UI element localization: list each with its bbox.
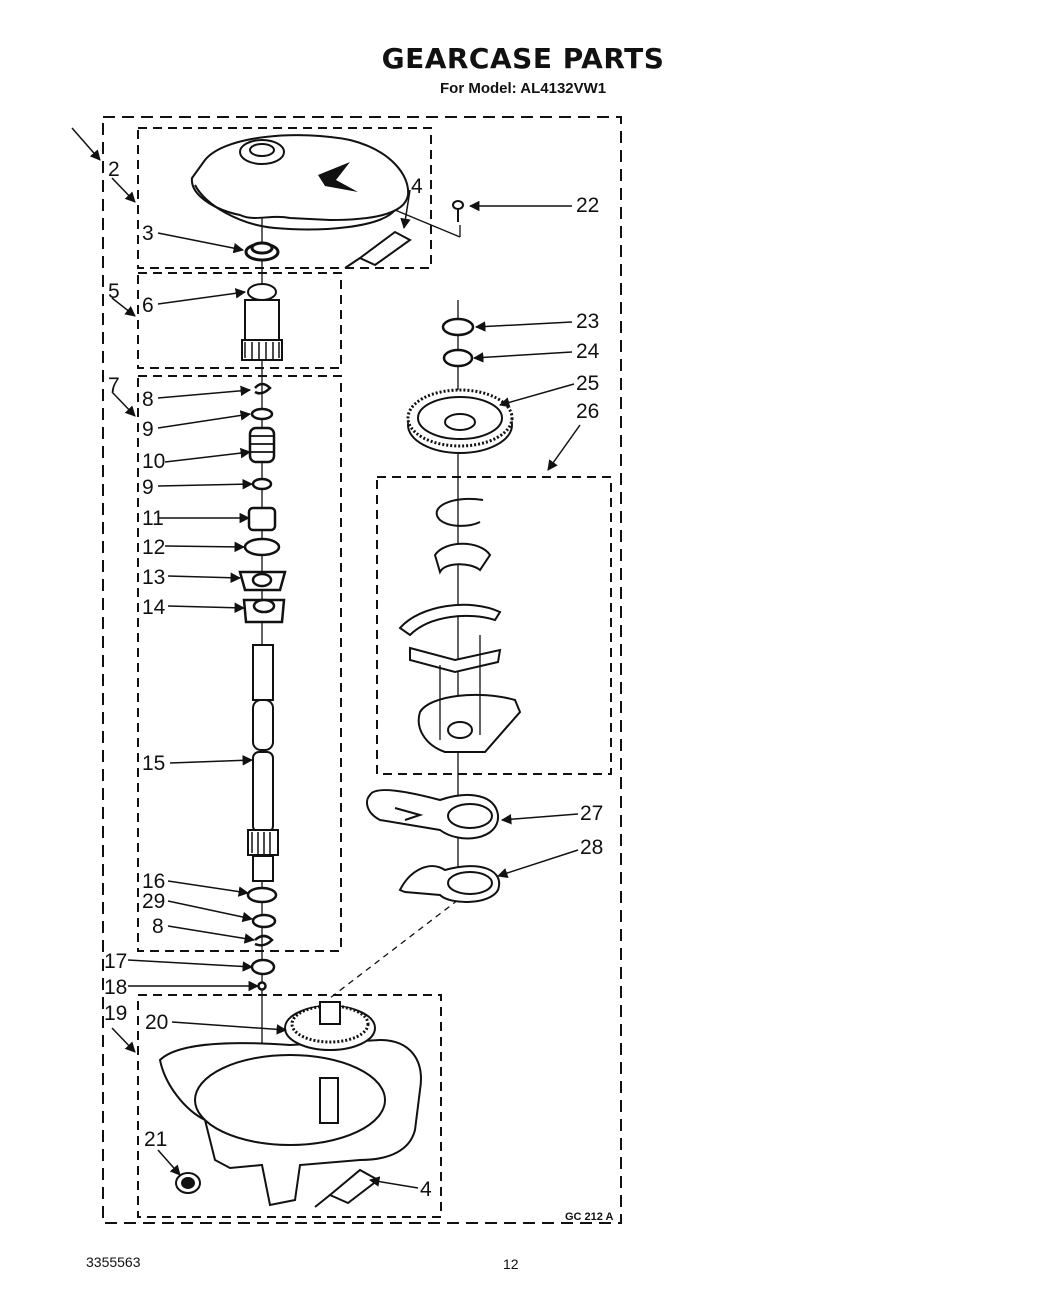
callout-22: 22 (576, 194, 599, 217)
callout-11: 11 (142, 507, 164, 530)
box-drive-shaft-assembly (137, 375, 342, 952)
callout-10: 10 (142, 450, 165, 473)
foot-part (175, 1172, 201, 1194)
callout-25: 25 (576, 372, 599, 395)
shift-lever-part (366, 789, 500, 840)
callout-7: 7 (108, 374, 120, 397)
washers-right-part (441, 317, 475, 368)
figure-code: GC 212 A (565, 1211, 614, 1223)
callout-6: 6 (142, 294, 154, 317)
document-number: 3355563 (86, 1254, 141, 1270)
grease-tube-top-part (344, 230, 412, 269)
callout-9-bottom: 9 (142, 476, 154, 499)
lower-shaft-parts (246, 886, 278, 991)
leader-lines (71, 127, 581, 1189)
callout-28: 28 (580, 836, 603, 859)
callout-8-bottom: 8 (152, 915, 164, 938)
callout-4-bottom: 4 (420, 1178, 432, 1201)
model-subtitle: For Model: AL4132VW1 (440, 80, 607, 97)
callout-8-top: 8 (142, 388, 154, 411)
callout-23: 23 (576, 310, 599, 333)
pinion-part (241, 283, 283, 361)
callout-5: 5 (108, 280, 120, 303)
box-gearcase-base (137, 994, 442, 1218)
callout-3: 3 (142, 222, 154, 245)
callout-18: 18 (104, 976, 127, 999)
callout-4-top: 4 (411, 175, 423, 198)
callout-2: 2 (108, 158, 120, 181)
callout-29: 29 (142, 890, 165, 913)
page-title: GEARCASE PARTS (381, 42, 665, 75)
drive-gear-part (406, 388, 514, 454)
callout-19: 19 (104, 1002, 127, 1025)
callout-20: 20 (145, 1011, 168, 1034)
callout-27: 27 (580, 802, 603, 825)
box-cover-assembly (137, 127, 432, 269)
box-shift-assembly (376, 476, 612, 775)
callout-12: 12 (142, 536, 165, 559)
gearcase-cover-part (190, 134, 410, 231)
bracket-part (398, 865, 501, 903)
callout-15: 15 (142, 752, 165, 775)
outer-assembly-frame (102, 116, 622, 1224)
shift-assembly-part (398, 497, 522, 753)
callout-21: 21 (144, 1128, 167, 1151)
callout-14: 14 (142, 596, 166, 619)
callout-16: 16 (142, 870, 165, 893)
box-pinion-assembly (137, 272, 342, 369)
page-number: 12 (503, 1256, 519, 1272)
callout-24: 24 (576, 340, 600, 363)
callout-26: 26 (576, 400, 599, 423)
callout-17: 17 (104, 950, 127, 973)
grease-tube-bottom-part (314, 1168, 380, 1208)
callout-13: 13 (142, 566, 165, 589)
callout-9-top: 9 (142, 418, 154, 441)
drive-shaft-part (247, 644, 279, 882)
gearcase-base-part (158, 1001, 422, 1207)
seal-part (244, 241, 280, 262)
